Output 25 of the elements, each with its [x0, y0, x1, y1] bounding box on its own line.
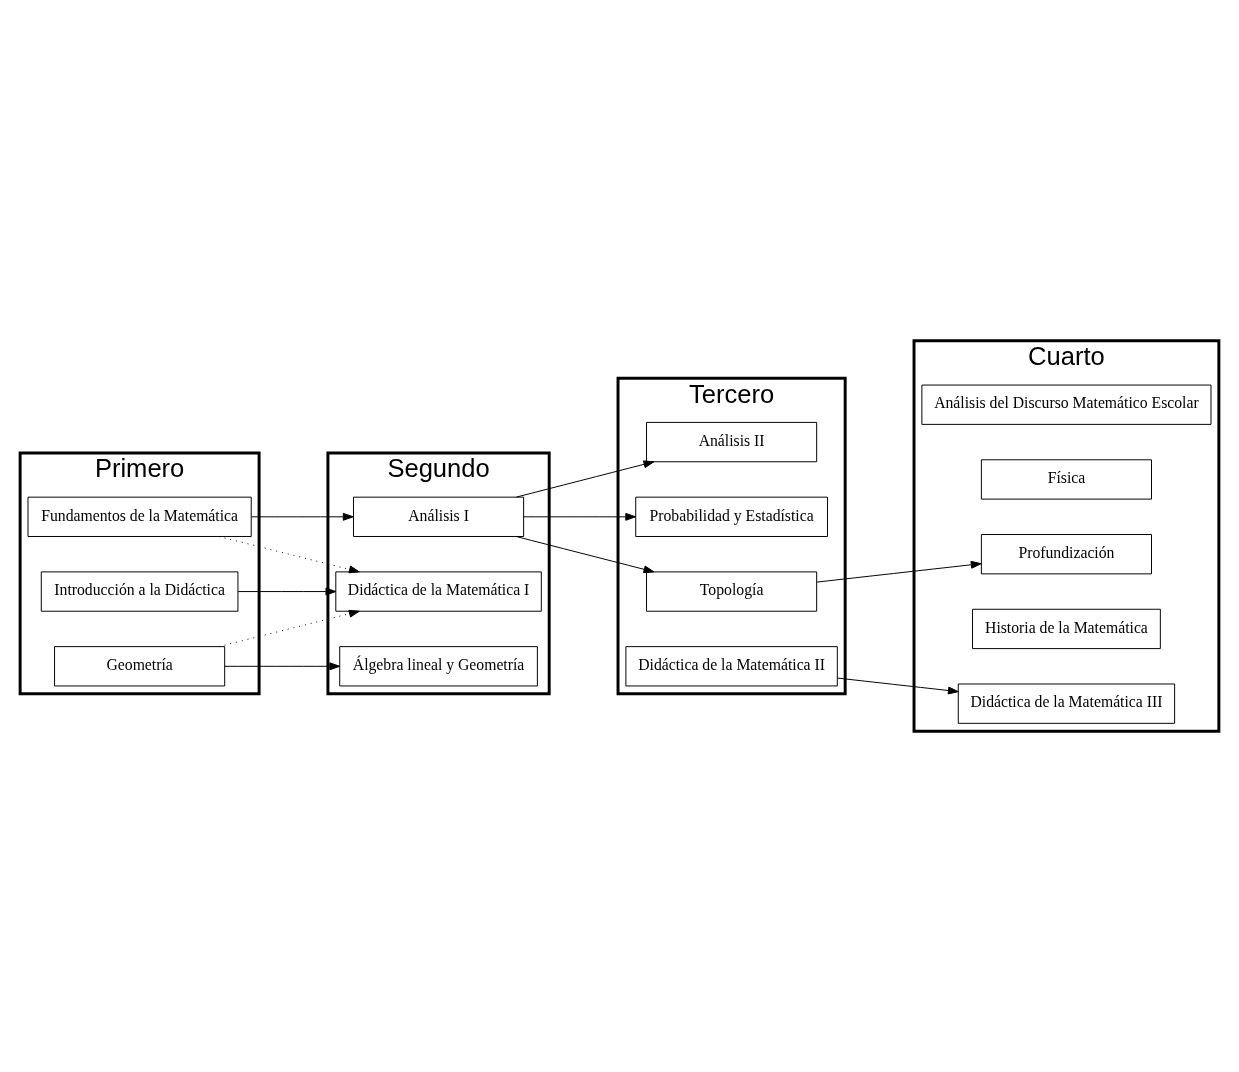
arrow — [218, 609, 360, 648]
node-box: Introducción a la Didáctica — [40, 571, 239, 612]
node-box: Probabilidad y Estadística — [635, 496, 828, 537]
node-box: Análisis del Discurso Matemático Escolar — [921, 384, 1212, 425]
node-box: Análisis II — [646, 421, 818, 463]
node-box: Didáctica de la Matemática III — [957, 683, 1176, 724]
node-box: Didáctica de la Matemática I — [335, 571, 542, 612]
arrow — [224, 662, 341, 671]
arrow — [237, 587, 337, 596]
node-box: Geometría — [54, 646, 226, 687]
arrow — [523, 512, 637, 521]
arrow — [515, 536, 655, 574]
node-box: Profundización — [980, 534, 1152, 575]
node-box: Didáctica de la Matemática II — [625, 646, 838, 687]
node-box: Álgebra lineal y Geometría — [339, 646, 538, 687]
arrow — [816, 560, 982, 583]
node-box: Análisis I — [353, 496, 525, 537]
arrow — [515, 460, 655, 498]
node-box: Física — [980, 459, 1152, 500]
node-box: Historia de la Matemática — [972, 608, 1161, 650]
arrow — [836, 677, 959, 695]
node-box: Topología — [646, 571, 818, 612]
arrow — [251, 512, 354, 521]
node-box: Fundamentos de la Matemática — [27, 496, 252, 537]
arrow — [218, 536, 360, 574]
